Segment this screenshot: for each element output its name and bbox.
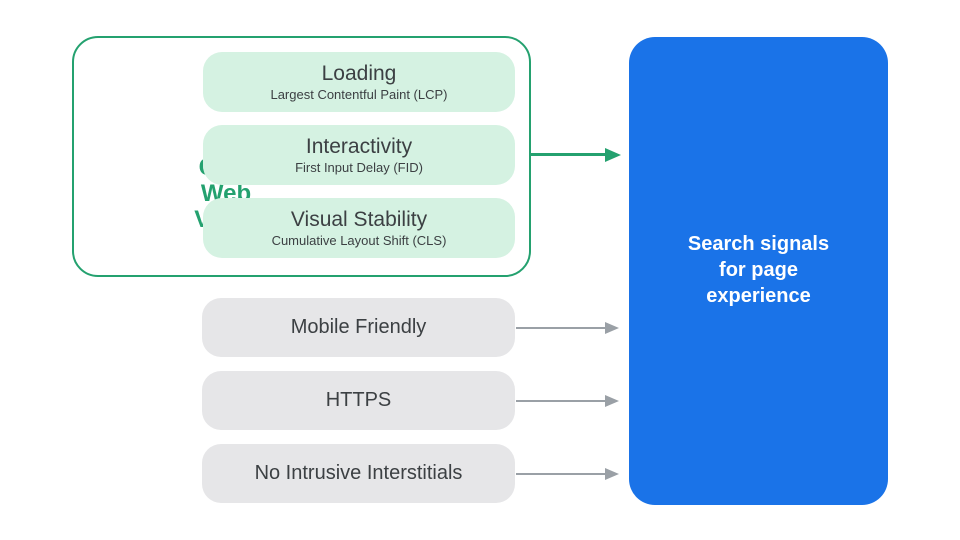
- search-signals-line: Search signals: [687, 233, 830, 255]
- signal-label: HTTPS: [325, 389, 392, 411]
- arrow-head-icon: [605, 322, 619, 334]
- vital-title: Interactivity: [305, 135, 413, 158]
- arrow-line: [531, 153, 607, 156]
- search-signals-line: experience: [706, 285, 811, 307]
- vital-pill-visual-stability: Visual Stability Cumulative Layout Shift…: [203, 198, 515, 258]
- search-signals-line: for page: [719, 259, 798, 281]
- vital-title: Loading: [321, 62, 397, 85]
- vital-subtitle: Cumulative Layout Shift (CLS): [271, 233, 447, 248]
- vital-subtitle: Largest Contentful Paint (LCP): [270, 87, 448, 102]
- arrow-line: [516, 473, 607, 475]
- vital-pill-interactivity: Interactivity First Input Delay (FID): [203, 125, 515, 185]
- arrow-head-icon: [605, 148, 621, 162]
- arrow-head-icon: [605, 468, 619, 480]
- vital-subtitle: First Input Delay (FID): [295, 160, 423, 175]
- signal-pill-no-intrusive-interstitials: No Intrusive Interstitials: [202, 444, 515, 503]
- search-signals-box: Search signals for page experience: [629, 37, 888, 505]
- arrow-line: [516, 327, 607, 329]
- arrow-head-icon: [605, 395, 619, 407]
- signal-label: Mobile Friendly: [290, 316, 427, 338]
- signal-pill-https: HTTPS: [202, 371, 515, 430]
- vital-pill-loading: Loading Largest Contentful Paint (LCP): [203, 52, 515, 112]
- signal-label: No Intrusive Interstitials: [254, 462, 463, 484]
- search-signals-label: Search signals for page experience: [629, 231, 888, 309]
- arrow-line: [516, 400, 607, 402]
- vital-title: Visual Stability: [290, 208, 428, 231]
- signal-pill-mobile-friendly: Mobile Friendly: [202, 298, 515, 357]
